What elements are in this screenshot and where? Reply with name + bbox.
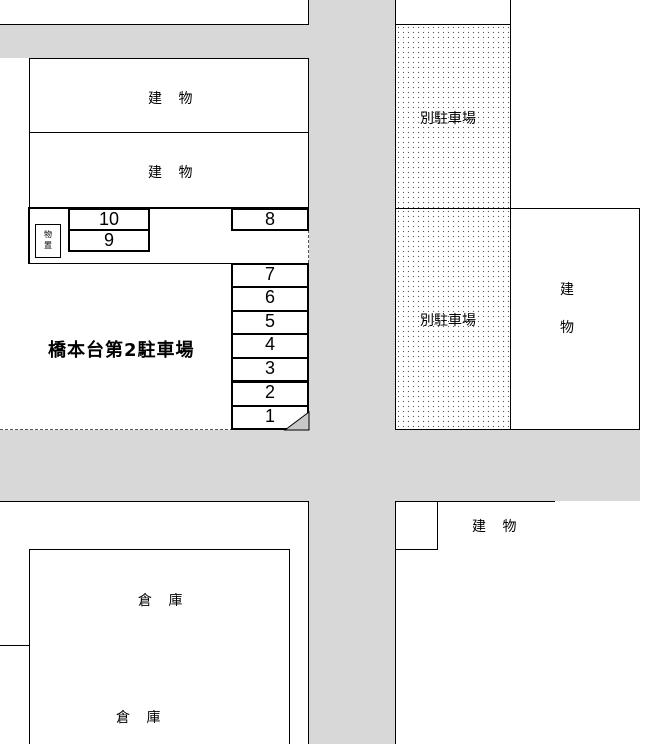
parking-slot-4[interactable]: 4 bbox=[231, 333, 309, 359]
road-top-horizontal bbox=[0, 25, 309, 58]
other-parking-top-label: 別駐車場 bbox=[420, 111, 476, 127]
parking-slot-10[interactable]: 10 bbox=[68, 208, 150, 231]
other-parking-bottom: 別駐車場 bbox=[395, 208, 511, 430]
building-bottom-right-label: 建 物 bbox=[472, 519, 523, 535]
storage-shed: 物 置 bbox=[35, 224, 61, 258]
lot-dashed-right bbox=[308, 230, 309, 263]
building-2-label: 建 物 bbox=[148, 165, 199, 181]
road-middle-horizontal bbox=[0, 430, 640, 501]
lot-dashed-bottom bbox=[0, 429, 233, 430]
building-bottom-right bbox=[395, 501, 666, 744]
lot-lower-edge bbox=[29, 263, 233, 264]
parking-lot-title: 橋本台第2駐車場 bbox=[48, 340, 195, 361]
parking-slot-6[interactable]: 6 bbox=[231, 286, 309, 312]
building-right: 建 物 bbox=[510, 208, 640, 430]
warehouse-outer bbox=[0, 501, 309, 744]
parking-slot-2[interactable]: 2 bbox=[231, 381, 309, 407]
building-1-label: 建 物 bbox=[148, 91, 199, 107]
parking-slot-7[interactable]: 7 bbox=[231, 263, 309, 288]
building-right-char-1: 建 bbox=[560, 282, 580, 298]
building-top-right bbox=[395, 0, 511, 25]
warehouse-step bbox=[0, 549, 30, 646]
parking-slot-1[interactable]: 1 bbox=[231, 405, 309, 430]
parking-slot-3[interactable]: 3 bbox=[231, 357, 309, 382]
page-curl-icon bbox=[283, 411, 310, 431]
parking-slot-9[interactable]: 9 bbox=[68, 229, 150, 252]
parking-slot-5[interactable]: 5 bbox=[231, 310, 309, 335]
building-1: 建 物 bbox=[29, 58, 309, 133]
building-bottom-right-topline bbox=[395, 501, 555, 502]
warehouse-1-label: 倉 庫 bbox=[138, 593, 189, 609]
storage-char-2: 置 bbox=[44, 241, 52, 250]
building-top-left bbox=[0, 0, 309, 25]
warehouse-2-label: 倉 庫 bbox=[116, 710, 167, 726]
parking-slot-8[interactable]: 8 bbox=[231, 208, 309, 231]
other-parking-top: 別駐車場 bbox=[395, 24, 511, 209]
building-2: 建 物 bbox=[29, 132, 309, 208]
building-bottom-right-notch bbox=[395, 501, 438, 550]
building-right-char-2: 物 bbox=[560, 320, 580, 336]
storage-char-1: 物 bbox=[44, 230, 52, 239]
other-parking-bottom-label: 別駐車場 bbox=[420, 313, 476, 329]
road-vertical bbox=[309, 0, 395, 744]
warehouse-inner: 倉 庫 倉 庫 bbox=[29, 549, 290, 744]
